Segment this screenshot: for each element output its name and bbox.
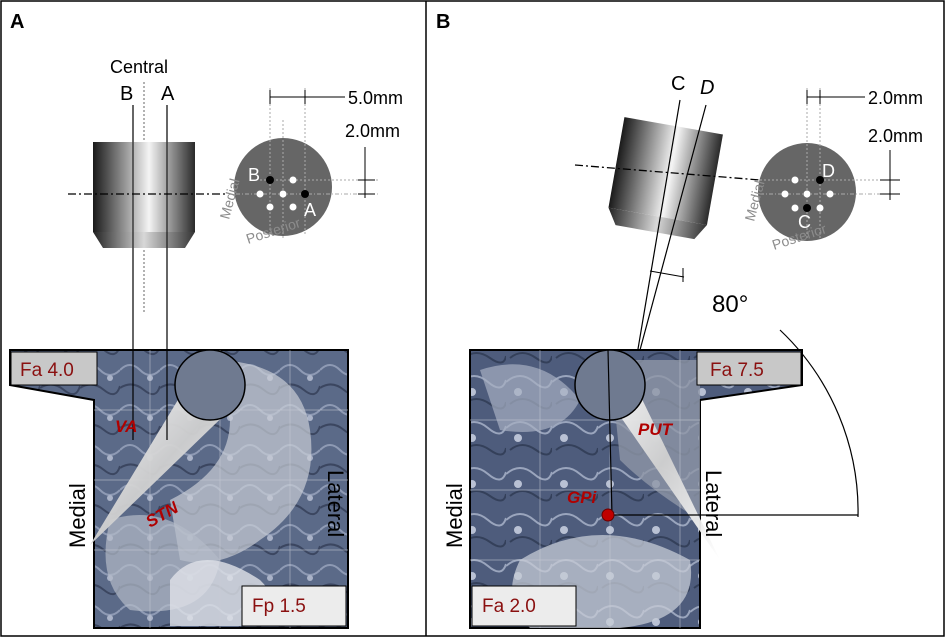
- panel-b-contact-d: [816, 176, 824, 184]
- panel-b-coord-top-box: [696, 351, 802, 386]
- panel-b-electrode-label-d: D: [700, 77, 714, 99]
- panel-b-letter: B: [436, 11, 450, 33]
- panel-a-side-medial: Medial: [65, 483, 90, 548]
- panel-b-disk-label-d: D: [822, 161, 835, 181]
- panel-a-electrode-disk: [234, 138, 332, 236]
- panel-a-spacing-bottom: 2.0mm: [345, 121, 400, 141]
- panel-a-electrode-label-b: B: [120, 83, 133, 105]
- panel-a-disk-label-a: A: [304, 200, 316, 220]
- panel-a-contact-a: [301, 190, 309, 198]
- panel-b-coord-bottom: Fa 2.0: [482, 596, 536, 617]
- panel-b-contact: [816, 204, 824, 212]
- panel-a-contact: [279, 190, 287, 198]
- panel-b-contact: [826, 190, 834, 198]
- panel-a-cannula-body: [93, 142, 195, 232]
- panel-b-contact: [791, 176, 799, 184]
- panel-a-magnifier-cone: [90, 380, 240, 545]
- panel-b-structure: [480, 364, 580, 432]
- panel-b-contact: [803, 190, 811, 198]
- panel-a-cannula-tip: [93, 232, 195, 248]
- panel-a-structure-put: [170, 360, 312, 563]
- panel-b-angle-arc: [779, 329, 859, 518]
- panel-a-magnifier-circle: [174, 349, 246, 421]
- panel-b-contact-c: [803, 204, 811, 212]
- panel-b-target-dot: [601, 508, 615, 522]
- panel-a-disk-label-b: B: [248, 165, 260, 185]
- panel-a-contact: [289, 203, 297, 211]
- panel-b-disk-label-c: C: [798, 212, 811, 232]
- panel-b-side-lateral: Lateral: [701, 470, 726, 537]
- panel-a-coord-top: Fa 4.0: [20, 360, 74, 381]
- panel-b-track-d: [639, 104, 707, 351]
- panel-a-coord-top-box: [10, 351, 98, 386]
- panel-b-coord-bottom-box: [471, 585, 577, 627]
- panel-b-region-put: PUT: [638, 420, 674, 439]
- panel-b-spacing-top: 2.0mm: [868, 88, 923, 108]
- panel-a-contact: [289, 176, 297, 184]
- panel-a-letter: A: [10, 11, 24, 33]
- panel-b-contact: [791, 204, 799, 212]
- panel-a-contact: [256, 190, 264, 198]
- panel-a-central-label: Central: [110, 57, 168, 77]
- panel-a-contact: [266, 203, 274, 211]
- panel-a-coord-bottom: Fp 1.5: [252, 596, 306, 617]
- panel-b-electrode-label-c: C: [671, 73, 685, 95]
- panel-b-spacing-bottom: 2.0mm: [868, 126, 923, 146]
- panel-b-cannula-tip: [608, 207, 707, 240]
- panel-a-side-lateral: Lateral: [323, 470, 348, 537]
- panel-b-region-gpi: GPi: [567, 488, 598, 507]
- panel-a-coord-bottom-box: [241, 585, 347, 627]
- panel-b-cannula: [608, 117, 723, 240]
- panel-a-spacing-top: 5.0mm: [348, 88, 403, 108]
- panel-b-cannula-body: [608, 117, 723, 226]
- panel-b-coord-top: Fa 7.5: [710, 360, 764, 381]
- panel-a-electrode-label-a: A: [161, 83, 175, 105]
- panel-b-horizontal-axis: [574, 164, 761, 181]
- panel-b-contact: [781, 190, 789, 198]
- panel-a-region-va: VA: [115, 417, 137, 436]
- panel-b-angle-label: 80°: [712, 291, 748, 318]
- panel-b-side-medial: Medial: [442, 483, 467, 548]
- panel-a-contact-b: [266, 176, 274, 184]
